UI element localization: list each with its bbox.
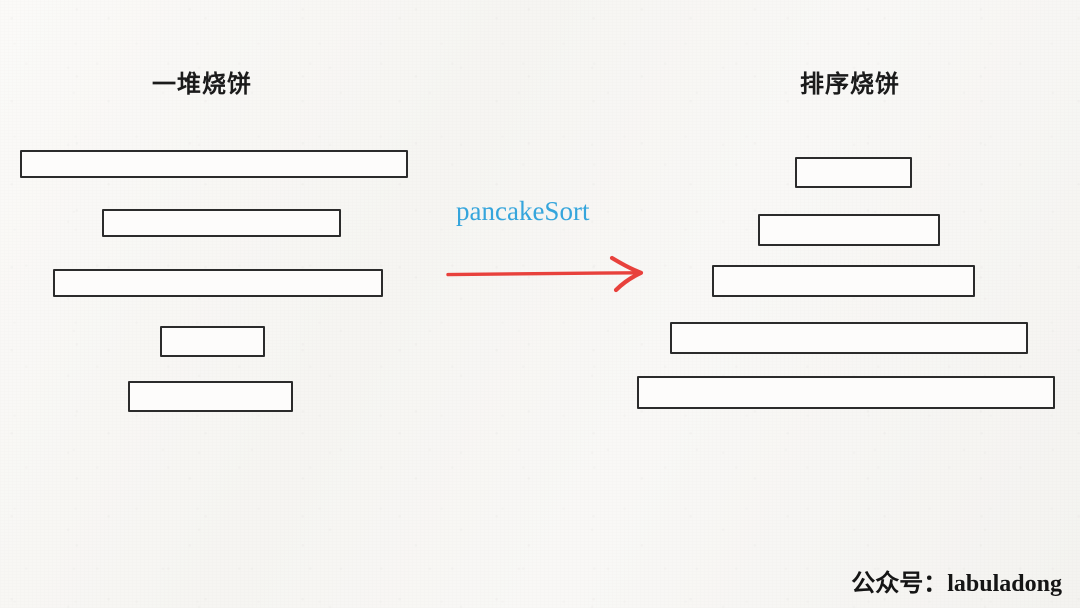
watermark-handle: labuladong (947, 571, 1062, 597)
pancake-sort-label: pancakeSort (456, 196, 590, 226)
watermark: 公众号：labuladong (851, 563, 1062, 598)
left-pancake-3 (53, 269, 383, 297)
left-pancake-5 (128, 381, 293, 412)
right-pancake-1 (795, 157, 912, 188)
transform-arrow-icon (446, 255, 644, 293)
right-pancake-2 (758, 214, 940, 246)
left-pancake-1 (20, 150, 408, 178)
right-pancake-4 (670, 322, 1028, 354)
left-stack-title: 一堆烧饼 (152, 70, 252, 98)
right-pancake-3 (712, 265, 975, 297)
left-pancake-2 (102, 209, 341, 237)
right-stack-title: 排序烧饼 (800, 70, 900, 98)
watermark-prefix: 公众号： (851, 569, 948, 597)
right-pancake-5 (637, 376, 1055, 409)
left-pancake-4 (160, 326, 265, 357)
